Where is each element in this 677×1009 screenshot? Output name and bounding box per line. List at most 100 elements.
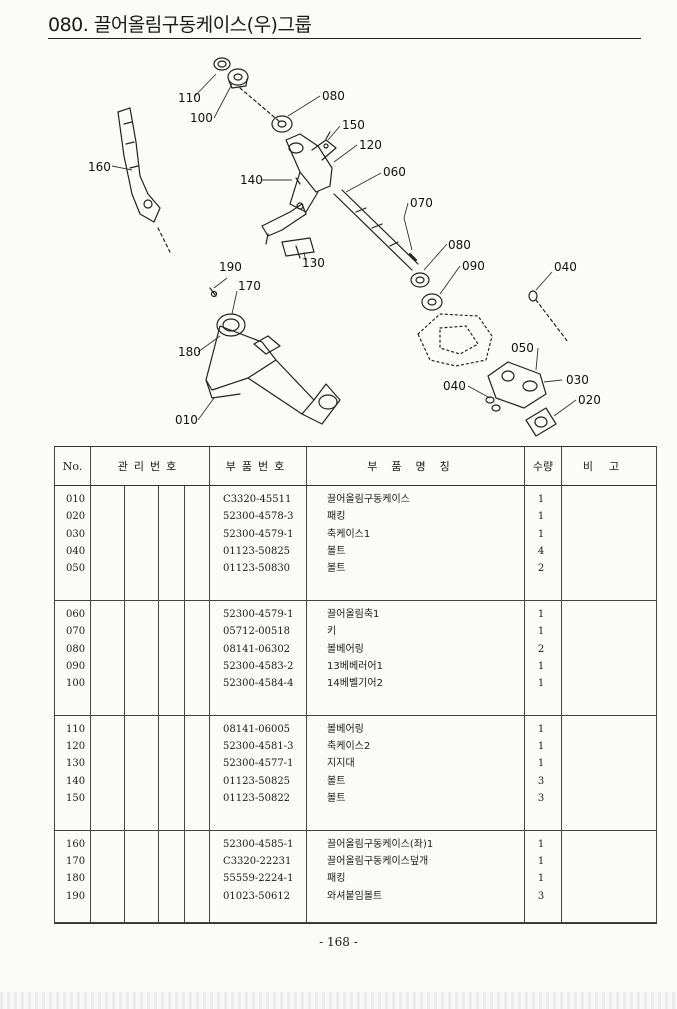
remarks-cell (561, 600, 658, 716)
drive-case-010-drawing (205, 325, 341, 425)
header-quantity: 수량 (524, 446, 563, 486)
quantity: 1 (537, 741, 545, 753)
part-name: 지지대 (327, 758, 355, 770)
part-number: 52300-4585-1 (223, 838, 294, 850)
part-name: 볼트 (327, 545, 346, 557)
callout-130: 130 (302, 256, 325, 270)
control-cell (158, 922, 185, 925)
item-no: 120 (66, 741, 86, 753)
quantity: 1 (537, 723, 545, 735)
quantity: 1 (537, 856, 545, 868)
bearing-080-upper-drawing (271, 115, 293, 133)
no-cell (54, 922, 91, 925)
part-number: 01123-50825 (223, 775, 291, 787)
part-name: 패킹 (327, 511, 346, 523)
control-cell (124, 600, 159, 716)
part-name: 볼베어링 (327, 643, 364, 655)
no-cell: 060 070 080 090 100 (54, 600, 91, 716)
remarks-cell (561, 830, 658, 923)
no-cell: 010 020 030 040 050 (54, 485, 91, 601)
remarks-cell (561, 485, 658, 601)
part-number: 01123-50825 (223, 545, 291, 557)
table-row-group-1: 010 020 030 040 050 C3320-45511 52300-45… (54, 485, 658, 601)
quantity: 1 (537, 511, 545, 523)
support-130-drawing (261, 202, 315, 259)
remarks-cell (561, 922, 658, 925)
partno-cell (209, 922, 308, 925)
control-cell (90, 830, 125, 923)
partno-cell: 52300-4579-1 05712-00518 08141-06302 523… (209, 600, 308, 716)
gear-housing-drawing (417, 313, 493, 367)
table-row-group-4: 160 170 180 190 52300-4585-1 C3320-22231… (54, 830, 658, 923)
callout-170: 170 (238, 279, 261, 293)
shaft-case-120-drawing (285, 133, 337, 213)
table-header-row: No. 관리번호 부품번호 부품명칭 수량 비고 (54, 446, 658, 486)
exploded-parts-diagram: 110 100 080 150 120 060 160 140 070 080 … (0, 44, 677, 444)
shaft-case-030-drawing (487, 361, 547, 409)
item-no: 050 (66, 563, 86, 575)
control-cell (124, 830, 159, 923)
qty-cell: 1 1 1 3 3 (524, 715, 563, 831)
part-name: 키 (327, 626, 337, 638)
callout-070: 070 (410, 196, 433, 210)
partno-cell: C3320-45511 52300-4578-3 52300-4579-1 01… (209, 485, 308, 601)
callout-150: 150 (342, 118, 365, 132)
part-name: 끌어올림구동케이스 (327, 494, 410, 505)
item-no: 190 (66, 890, 86, 902)
callout-030: 030 (566, 373, 589, 387)
item-no: 150 (66, 793, 86, 804)
control-cell (90, 715, 125, 831)
bolt-150-drawing (325, 131, 331, 140)
quantity: 4 (537, 545, 545, 557)
callout-180: 180 (178, 345, 201, 359)
part-number: 55559-2224-1 (223, 873, 294, 885)
part-number: 52300-4578-3 (223, 511, 294, 523)
control-cell (124, 485, 159, 601)
item-no: 160 (66, 838, 86, 850)
control-cell (183, 600, 211, 716)
item-no: 010 (66, 494, 86, 505)
part-name: 끌어올림구동케이스덮개 (327, 856, 429, 868)
callout-020: 020 (578, 393, 601, 407)
callout-010: 010 (175, 413, 198, 427)
title-underline (48, 38, 641, 39)
bolt-140-drawing (295, 177, 301, 185)
item-no: 020 (66, 511, 86, 523)
part-number: C3320-45511 (223, 494, 292, 505)
part-name: 볼베어링 (327, 723, 364, 735)
bolt-040-lower-drawing (485, 396, 501, 412)
qty-cell: 1 1 1 4 2 (524, 485, 563, 601)
part-number: 52300-4579-1 (223, 608, 294, 620)
control-cell (158, 715, 185, 831)
part-name: 볼트 (327, 775, 346, 787)
part-name: 축케이스1 (327, 528, 371, 540)
control-cell (183, 922, 211, 925)
bearing-080-lower-drawing (410, 272, 430, 288)
control-cell (124, 922, 159, 925)
callout-160: 160 (88, 160, 111, 174)
page-number: - 168 - (319, 935, 358, 949)
part-number: 52300-4583-2 (223, 660, 294, 672)
control-cell (90, 600, 125, 716)
item-no: 040 (66, 545, 86, 557)
item-no: 170 (66, 856, 86, 868)
table-row-group-3: 110 120 130 140 150 08141-06005 52300-45… (54, 715, 658, 831)
scan-edge-texture (0, 992, 677, 1009)
name-cell: 볼베어링 축케이스2 지지대 볼트 볼트 (306, 715, 526, 831)
part-number: 52300-4584-4 (223, 678, 294, 690)
qty-cell: 1 1 1 3 (524, 830, 563, 923)
part-number: 52300-4577-1 (223, 758, 294, 770)
part-name: 끌어올림구동케이스(좌)1 (327, 838, 434, 850)
part-name: 13베베러어1 (327, 660, 383, 672)
item-no: 080 (66, 643, 86, 655)
callout-140: 140 (240, 173, 263, 187)
header-control-number: 관리번호 (89, 446, 211, 486)
part-number: 52300-4579-1 (223, 528, 294, 540)
quantity: 1 (537, 758, 545, 770)
quantity: 1 (537, 838, 545, 850)
quantity: 1 (537, 608, 545, 620)
left-case-160-drawing (117, 107, 171, 253)
quantity: 3 (537, 775, 545, 787)
part-name: 와셔붙임볼트 (327, 890, 383, 902)
